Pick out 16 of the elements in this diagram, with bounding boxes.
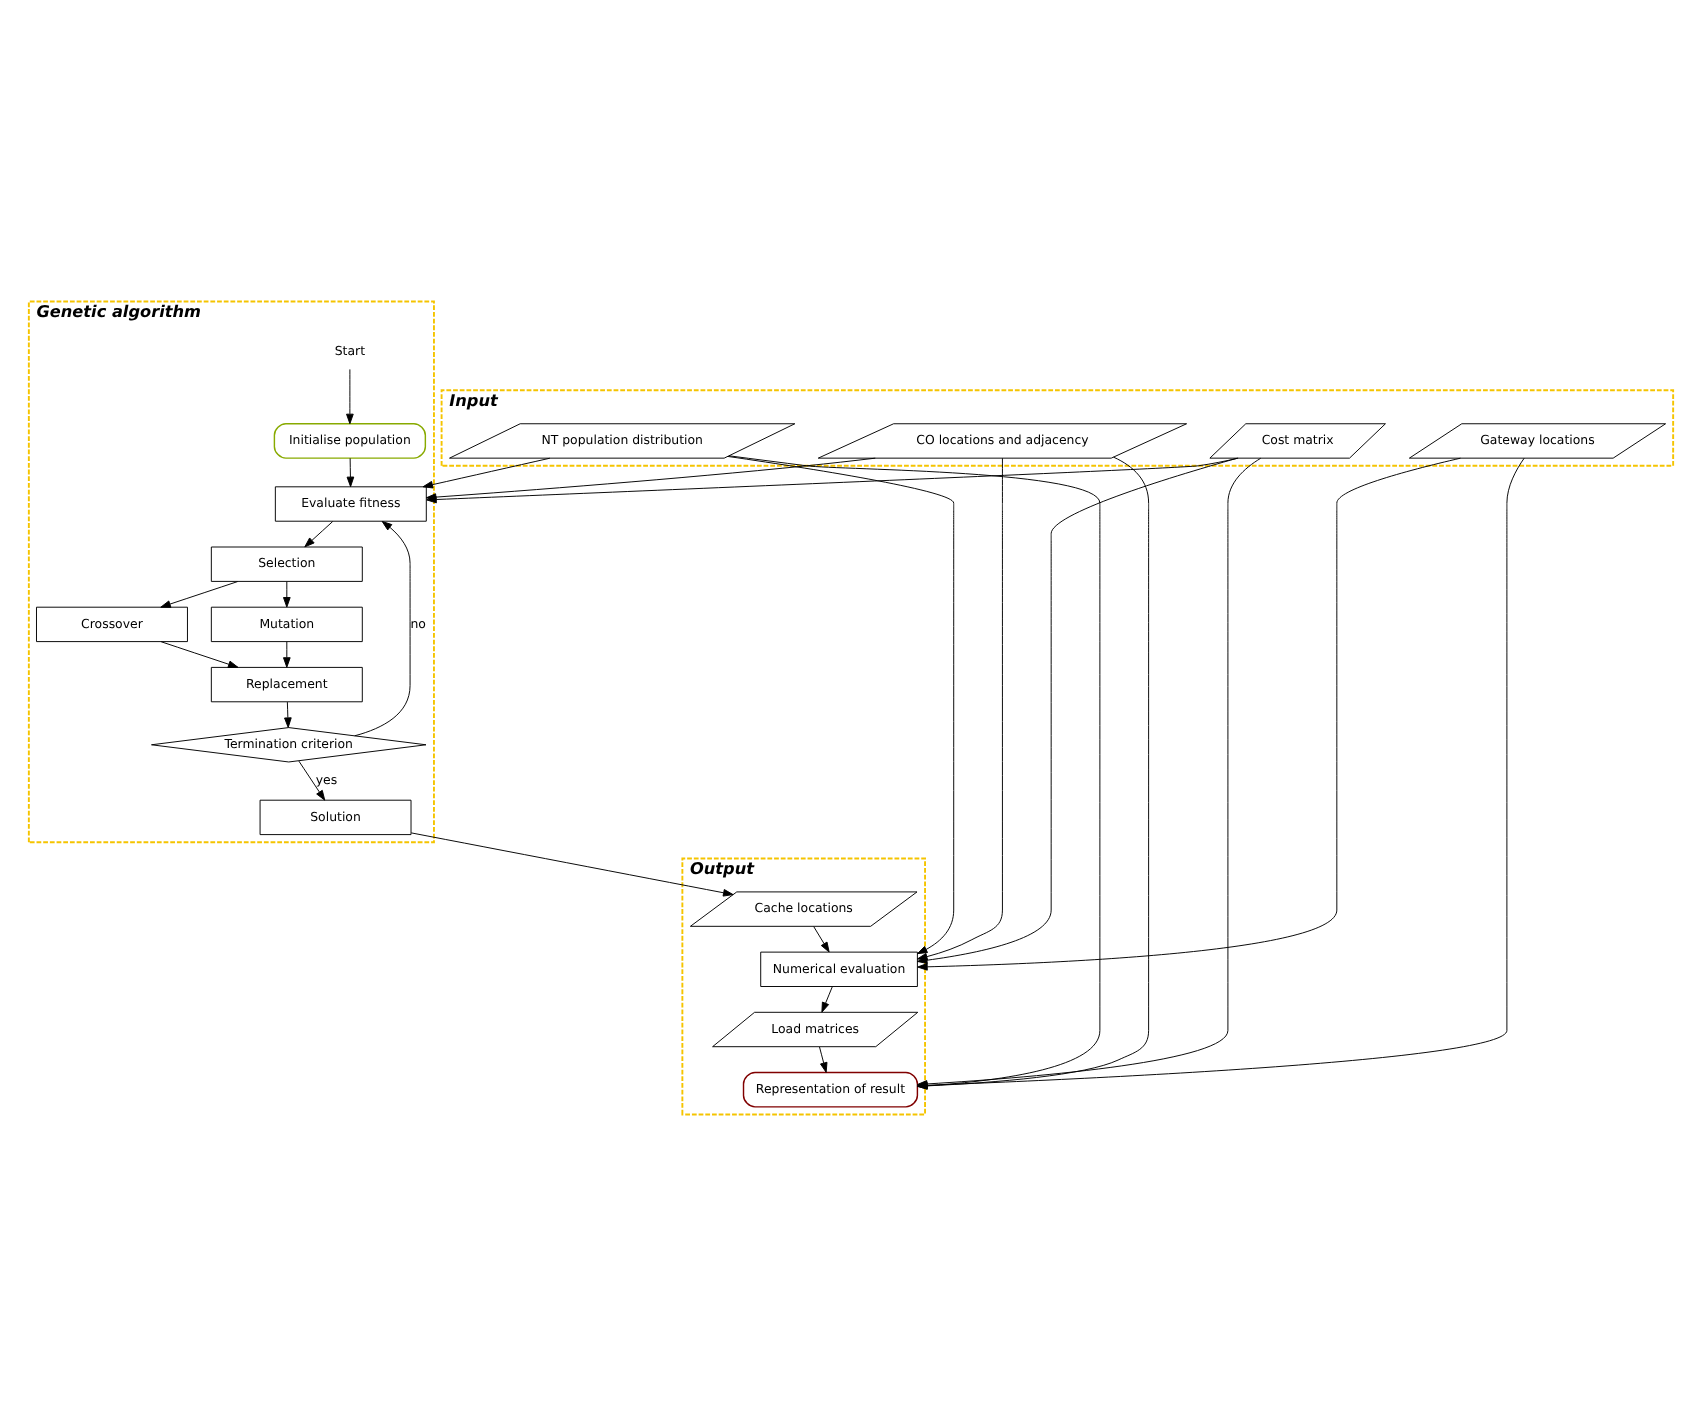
arrow: [160, 640, 239, 667]
arrow: [819, 1045, 828, 1072]
arrow: [727, 454, 955, 954]
arrow: [283, 580, 291, 607]
arrow: [298, 759, 326, 800]
arrow: [284, 700, 292, 727]
arrow: [304, 520, 334, 547]
arrow: [813, 925, 830, 952]
arrow: [283, 640, 291, 667]
arrow: [160, 580, 239, 607]
arrow: [346, 367, 354, 424]
arrow: [821, 985, 833, 1012]
arrow: [410, 831, 734, 896]
arrow: [354, 519, 411, 736]
arrow: [422, 456, 551, 488]
arrow: [346, 456, 355, 487]
